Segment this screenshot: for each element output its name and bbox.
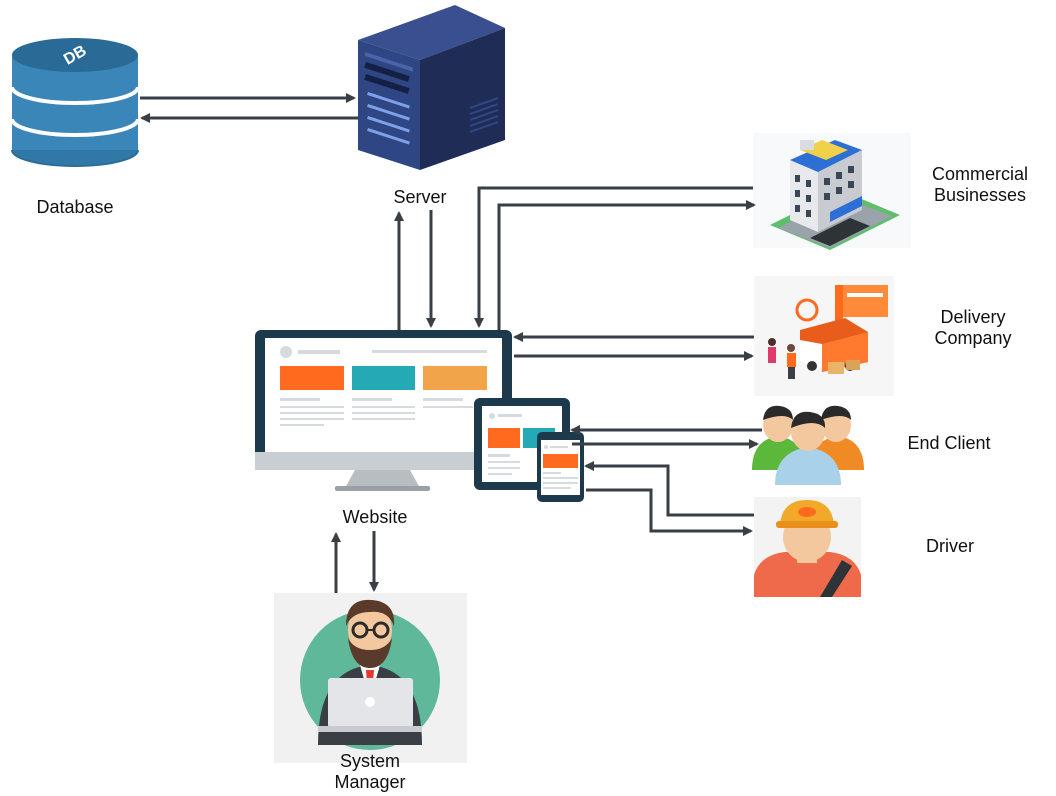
commercial-label-line2: Businesses [933, 185, 1027, 205]
database-label: Database [36, 197, 114, 217]
arrow-driver-to-phone [584, 461, 754, 517]
server-label: Server [393, 187, 447, 207]
delivery-label-line1: Delivery [940, 307, 1006, 327]
system-manager-label: System Manager [310, 751, 430, 793]
commercial-label-line1: Commercial [931, 164, 1028, 184]
arrow-commercial-to-website [474, 186, 753, 328]
monitor-tablet-phone-icon [255, 330, 584, 502]
office-building-icon [753, 133, 911, 250]
driver-label: Driver [926, 536, 974, 556]
database-icon: DB [10, 38, 140, 167]
system-manager-line2: Manager [334, 772, 406, 792]
delivery-company-label: Delivery Company [908, 307, 1038, 349]
user-group-icon [752, 405, 864, 485]
end-client-label: End Client [907, 433, 991, 453]
website-label: Website [342, 507, 408, 527]
manager-with-laptop-icon [274, 593, 467, 763]
server-icon [358, 5, 505, 170]
commercial-businesses-label: Commercial Businesses [910, 164, 1050, 206]
connection-arrows [140, 93, 762, 593]
arrow-website-to-commercial [497, 200, 756, 330]
arrow-phone-to-driver [586, 488, 753, 536]
system-manager-line1: System [339, 751, 400, 771]
courier-person-icon [754, 497, 861, 597]
delivery-truck-icon [754, 276, 894, 396]
delivery-label-line2: Company [934, 328, 1012, 348]
